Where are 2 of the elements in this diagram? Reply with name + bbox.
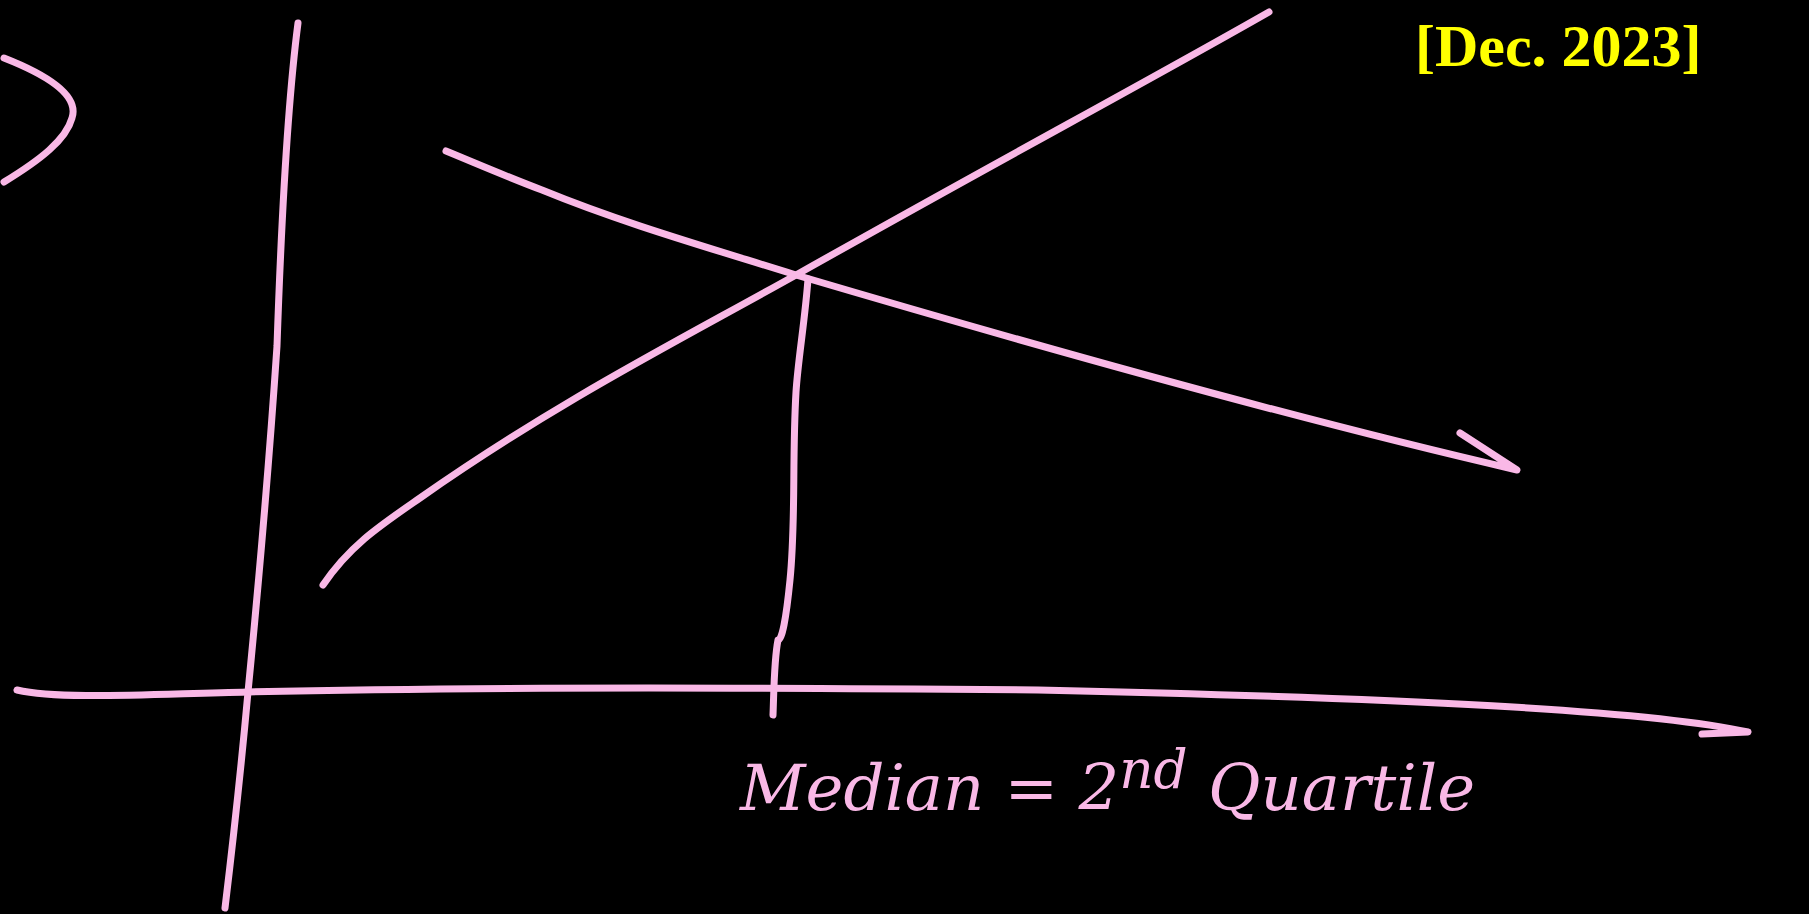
date-tag: [Dec. 2023] [1415, 12, 1702, 81]
handwritten-annotation: Median = 2$^{nd}$ Quartile [740, 738, 1476, 826]
